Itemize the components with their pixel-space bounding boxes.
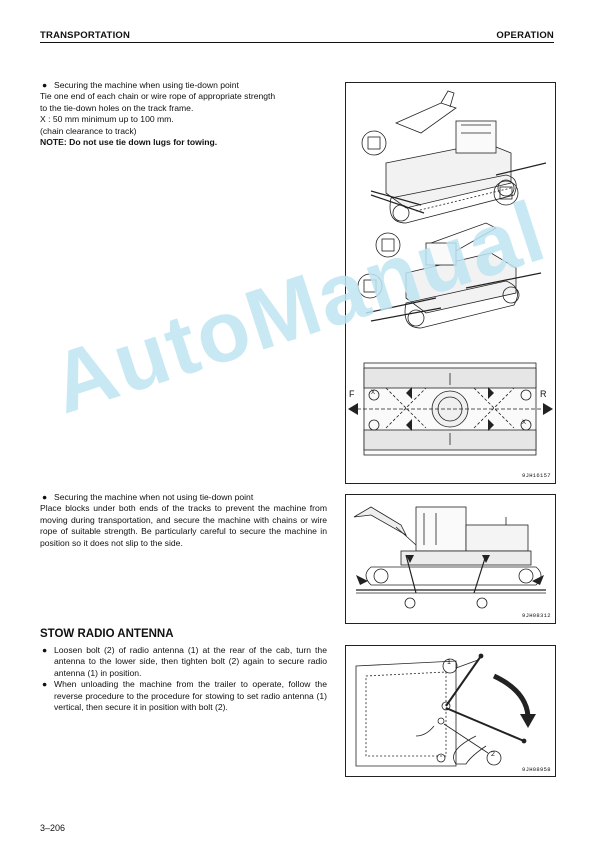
callout-bolt-label: 2 <box>491 751 495 758</box>
stow-antenna-title: STOW RADIO ANTENNA <box>40 628 174 640</box>
tie-down-line: X : 50 mm minimum up to 100 mm. <box>40 114 174 125</box>
no-tie-down-paragraph: Place blocks under both ends of the trac… <box>40 503 327 548</box>
clearance-x-label: X <box>371 390 376 396</box>
bullet-dot: ● <box>42 80 48 90</box>
figure-code: 9JH08958 <box>522 766 551 773</box>
header-section-title: TRANSPORTATION <box>40 30 131 41</box>
bullet-dot: ● <box>42 492 48 502</box>
no-tie-down-bullet-text: Securing the machine when not using tie-… <box>54 492 254 502</box>
tie-down-bullet: ● Securing the machine when using tie-do… <box>40 80 330 91</box>
no-tie-down-text-block: ● Securing the machine when not using ti… <box>40 492 327 549</box>
tie-down-line: Tie one end of each chain or wire rope o… <box>40 91 276 102</box>
stow-antenna-item-text: Loosen bolt (2) of radio antenna (1) at … <box>54 645 327 678</box>
tie-down-note: NOTE: Do not use tie down lugs for towin… <box>40 137 218 148</box>
rear-label: R <box>540 389 547 399</box>
header-rule <box>40 42 554 43</box>
clearance-x-label: X <box>522 420 527 426</box>
tie-down-text-block: ● Securing the machine when using tie-do… <box>40 80 330 148</box>
figure-code: 9JH08312 <box>522 612 551 619</box>
stow-antenna-list: ● Loosen bolt (2) of radio antenna (1) a… <box>40 645 327 713</box>
page-number: 3–206 <box>40 823 66 833</box>
stow-antenna-item: ● Loosen bolt (2) of radio antenna (1) a… <box>40 645 327 679</box>
bullet-dot: ● <box>42 679 48 690</box>
antenna-figure: 1 2 9JH08958 <box>345 645 556 777</box>
no-tie-down-bullet: ● Securing the machine when not using ti… <box>40 492 327 503</box>
blocking-figure: 9JH08312 <box>345 494 556 624</box>
tie-down-bullet-text: Securing the machine when using tie-down… <box>54 80 239 90</box>
figure-code: 9JH16157 <box>522 472 551 479</box>
tie-down-line: to the tie-down holes on the track frame… <box>40 102 194 113</box>
stow-antenna-item: ● When unloading the machine from the tr… <box>40 679 327 713</box>
tie-down-figure-drawing <box>348 90 553 456</box>
bullet-dot: ● <box>42 645 48 655</box>
callout-antenna-label: 1 <box>447 659 451 666</box>
tie-down-figure: F R X X 9JH16157 <box>345 82 556 484</box>
stow-antenna-item-text: When unloading the machine from the trai… <box>54 679 327 713</box>
tie-down-line: (chain clearance to track) <box>40 125 137 136</box>
antenna-figure-drawing <box>355 653 536 767</box>
front-label: F <box>349 389 355 399</box>
header-chapter-title: OPERATION <box>496 30 554 41</box>
blocking-figure-drawing <box>353 506 546 609</box>
